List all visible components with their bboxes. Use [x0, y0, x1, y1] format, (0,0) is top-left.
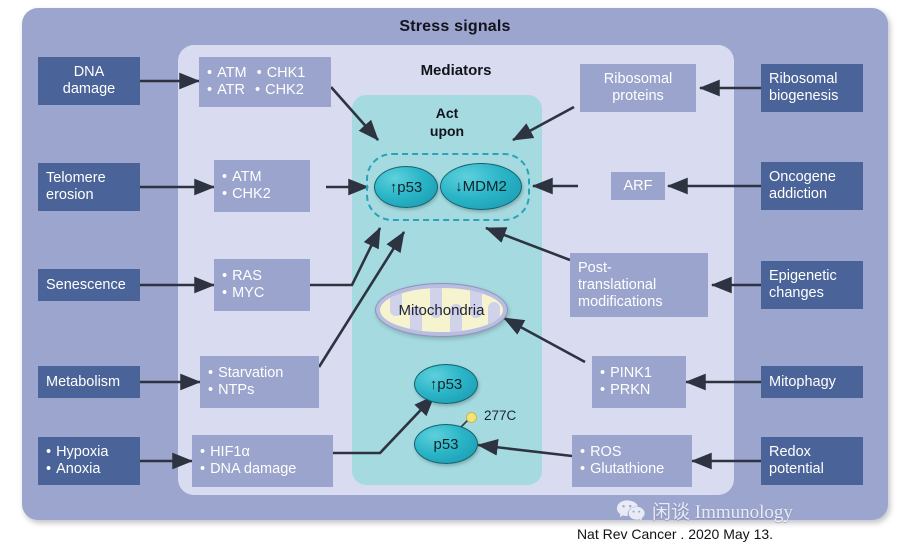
act-upon-line1: Act	[435, 105, 459, 121]
mediator-atm-atr-chk1-chk2-c1-l0: ATM	[207, 65, 247, 82]
p53-plain-oval[interactable]: p53	[414, 424, 478, 464]
stress-box-ribosomal-biogenesis-line-0: Ribosomal	[769, 71, 838, 87]
stress-box-mitophagy[interactable]: Mitophagy	[761, 366, 863, 398]
mediator-box-pink1-prkn-line-1: PRKN	[600, 382, 678, 399]
stress-box-redox-potential-line-0: Redox	[769, 444, 811, 460]
figure-caption: Nat Rev Cancer . 2020 May 13.	[0, 526, 910, 542]
watermark: 闲谈 Immunology	[616, 496, 888, 524]
mitochondria-label: Mitochondria	[398, 301, 485, 319]
mediator-box-atm-chk2-line-1: CHK2	[222, 186, 302, 203]
stress-box-metabolism-line-0: Metabolism	[46, 373, 121, 390]
marker-277c-label: 277C	[484, 408, 517, 423]
mediator-box-ptm-line-2: modifications	[578, 293, 663, 310]
stress-box-ribosomal-biogenesis[interactable]: Ribosomal biogenesis	[761, 64, 863, 112]
stress-box-telomere-erosion[interactable]: Telomere erosion	[38, 163, 140, 211]
mediator-box-starvation-ntps-line-1: NTPs	[208, 382, 311, 399]
mediator-box-hif1a-dna-damage[interactable]: HIF1α DNA damage	[192, 435, 333, 487]
mediator-box-arf-line-0: ARF	[623, 177, 653, 194]
stress-box-oncogene-addiction-line-1: addiction	[769, 186, 828, 202]
mediator-atm-atr-chk1-chk2-c1-l1: ATR	[207, 82, 245, 99]
mediator-box-ribosomal-proteins-line-1: proteins	[612, 88, 664, 104]
mediator-box-ras-myc-line-1: MYC	[222, 285, 302, 302]
marker-277c-dot	[466, 412, 477, 423]
mediators-title: Mediators	[420, 61, 492, 79]
stress-box-telomere-erosion-line-1: erosion	[46, 187, 94, 203]
stress-signals-title: Stress signals	[399, 18, 511, 35]
stress-box-ribosomal-biogenesis-line-1: biogenesis	[769, 88, 839, 104]
stress-box-epigenetic-changes-line-0: Epigenetic	[769, 268, 837, 284]
stress-box-dna-damage-line-0: DNA	[73, 64, 105, 80]
mitochondria-shape[interactable]: Mitochondria	[375, 283, 508, 337]
p53-mdm2-dashed-container	[366, 153, 530, 221]
stress-box-telomere-erosion-line-0: Telomere	[46, 170, 106, 186]
stress-box-senescence-line-0: Senescence	[46, 276, 126, 293]
mediator-box-starvation-ntps[interactable]: Starvation NTPs	[200, 356, 319, 408]
mediator-atm-atr-chk1-chk2-c2-l0: CHK1	[257, 65, 306, 82]
stress-box-hypoxia-anoxia[interactable]: Hypoxia Anoxia	[38, 437, 140, 485]
mediator-box-ros-glutathione-line-1: Glutathione	[580, 461, 684, 478]
stress-box-epigenetic-changes[interactable]: Epigenetic changes	[761, 261, 863, 309]
mitochondria-matrix	[380, 288, 503, 332]
mediator-box-atm-chk2-line-0: ATM	[222, 169, 302, 186]
stress-box-mitophagy-line-0: Mitophagy	[769, 373, 836, 390]
mediator-box-pink1-prkn[interactable]: PINK1 PRKN	[592, 356, 686, 408]
stress-box-senescence[interactable]: Senescence	[38, 269, 140, 301]
mediator-box-hif1a-dna-damage-line-1: DNA damage	[200, 461, 325, 478]
stress-box-redox-potential-line-1: potential	[769, 461, 824, 477]
mdm2-down-oval[interactable]: ↓MDM2	[440, 163, 522, 210]
stress-box-dna-damage-line-1: damage	[62, 81, 116, 97]
act-upon-title: Act upon	[352, 104, 542, 140]
mediator-box-ros-glutathione-line-0: ROS	[580, 444, 684, 461]
mediator-box-post-translational-modifications[interactable]: Post- translational modifications	[570, 253, 708, 317]
mediator-box-atm-atr-chk1-chk2[interactable]: ATM CHK1 ATR CHK2	[199, 57, 331, 107]
mediator-box-ros-glutathione[interactable]: ROS Glutathione	[572, 435, 692, 487]
stress-box-dna-damage[interactable]: DNA damage	[38, 57, 140, 105]
stress-box-hypoxia-anoxia-line-1: Anoxia	[46, 461, 132, 478]
mediator-box-atm-chk2[interactable]: ATM CHK2	[214, 160, 310, 212]
mediator-box-ras-myc[interactable]: RAS MYC	[214, 259, 310, 311]
watermark-text: 闲谈 Immunology	[652, 501, 793, 523]
act-upon-line2: upon	[429, 123, 465, 139]
stress-box-oncogene-addiction[interactable]: Oncogene addiction	[761, 162, 863, 210]
stress-box-oncogene-addiction-line-0: Oncogene	[769, 169, 836, 185]
mediator-box-ribosomal-proteins-line-0: Ribosomal	[603, 71, 673, 87]
stress-box-epigenetic-changes-line-1: changes	[769, 285, 824, 301]
stress-box-redox-potential[interactable]: Redox potential	[761, 437, 863, 485]
p53-up-mito-oval[interactable]: ↑p53	[414, 364, 478, 404]
mediator-box-pink1-prkn-line-0: PINK1	[600, 365, 678, 382]
stress-box-hypoxia-anoxia-line-0: Hypoxia	[46, 444, 132, 461]
mediator-atm-atr-chk1-chk2-c2-l1: CHK2	[255, 82, 304, 99]
mediator-atm-row-1: ATR CHK2	[207, 82, 323, 99]
mediator-box-ptm-line-0: Post-	[578, 259, 612, 276]
stress-box-metabolism[interactable]: Metabolism	[38, 366, 140, 398]
mediator-box-ribosomal-proteins[interactable]: Ribosomal proteins	[580, 64, 696, 112]
figure-caption-text: Nat Rev Cancer . 2020 May 13.	[576, 526, 774, 542]
mediator-box-ptm-line-1: translational	[578, 276, 657, 293]
mediator-box-hif1a-dna-damage-line-0: HIF1α	[200, 444, 325, 461]
p53-up-oval[interactable]: ↑p53	[374, 166, 438, 208]
mediator-box-starvation-ntps-line-0: Starvation	[208, 365, 311, 382]
mediator-box-arf[interactable]: ARF	[611, 172, 665, 200]
mediator-box-ras-myc-line-0: RAS	[222, 268, 302, 285]
mediator-atm-row-0: ATM CHK1	[207, 65, 323, 82]
wechat-icon	[616, 499, 645, 522]
